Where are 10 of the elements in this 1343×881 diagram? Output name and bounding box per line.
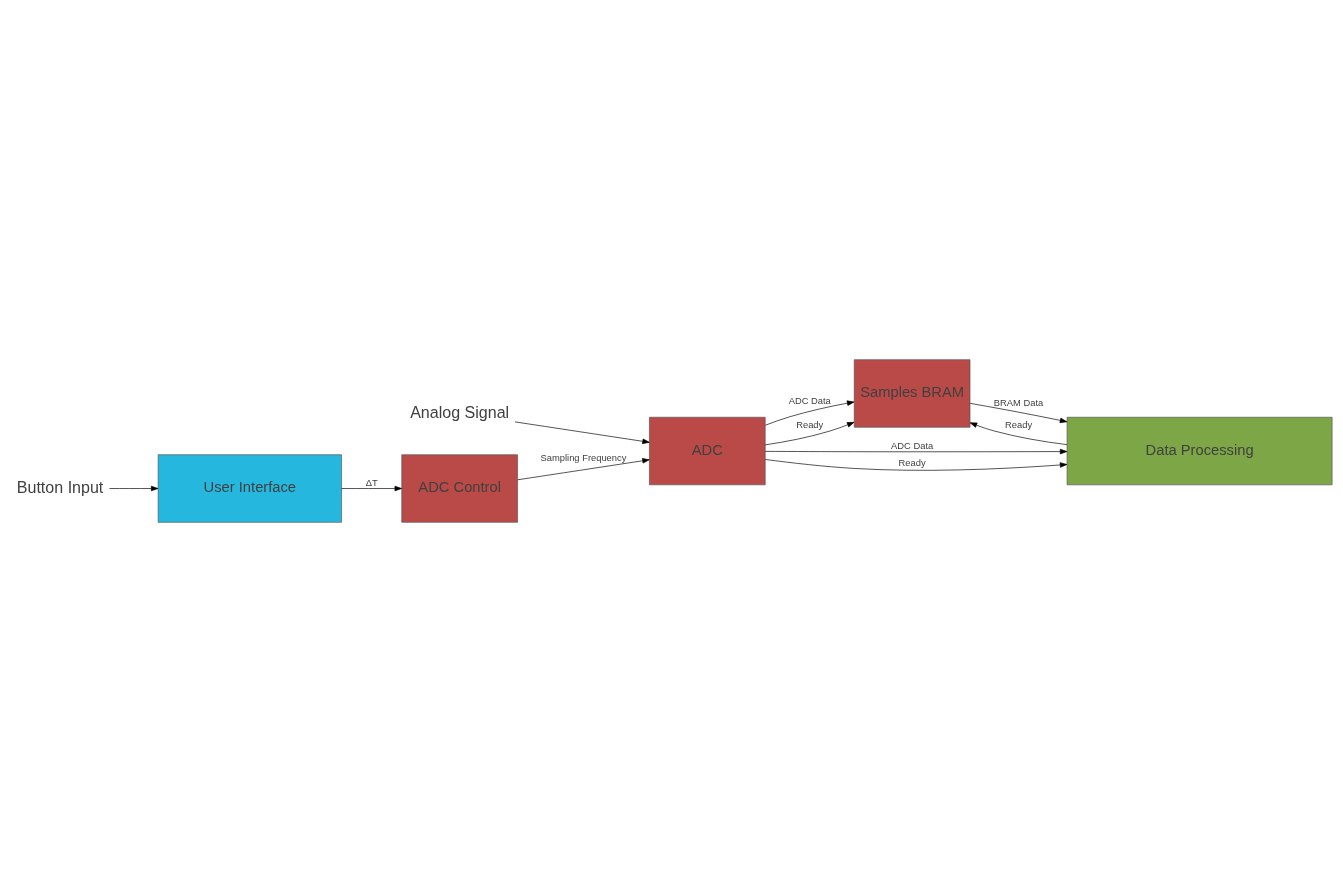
node-text: Analog Signal xyxy=(410,402,510,421)
edge-label: ADC Data xyxy=(891,440,934,451)
edge-label: BRAM Data xyxy=(993,397,1044,408)
edge-label: Sampling Frequency xyxy=(540,452,627,463)
edge-label: ΔT xyxy=(365,477,378,488)
edge-label: Ready xyxy=(1005,419,1033,430)
edge-label: ADC Data xyxy=(788,395,831,406)
edge-label: Ready xyxy=(796,419,824,430)
edge-label: Ready xyxy=(898,457,926,468)
node-text: Button Input xyxy=(16,477,104,496)
